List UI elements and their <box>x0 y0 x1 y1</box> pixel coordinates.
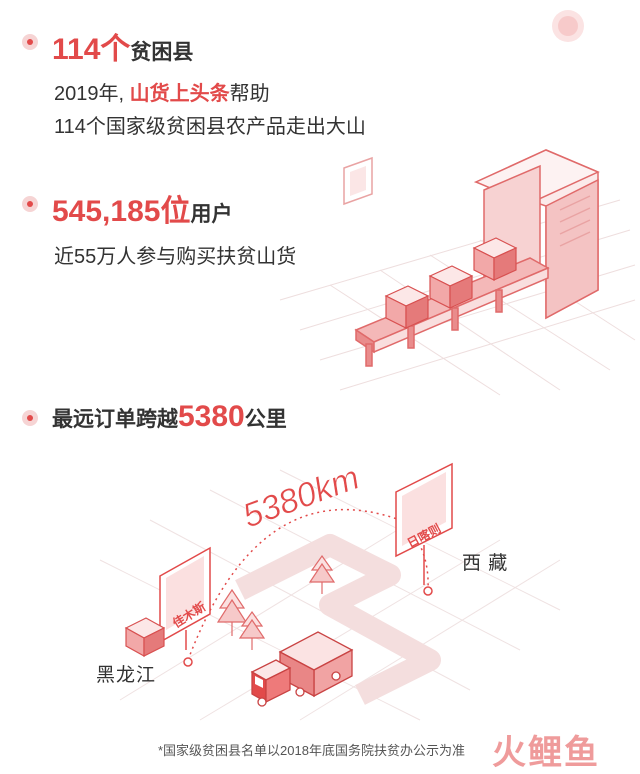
section3-title-post: 公里 <box>244 408 287 431</box>
section1-headline: 114个贫困县 <box>52 24 193 68</box>
road <box>235 534 441 705</box>
package-box <box>472 237 518 281</box>
section1-line1: 2019年, 山货上头条帮助 <box>54 77 270 106</box>
package-box <box>428 265 474 309</box>
brand-logo: 火鲤鱼 <box>492 734 600 772</box>
origin-label: 黑龙江 <box>96 665 157 686</box>
tree-icon <box>308 554 336 594</box>
bullet-dot <box>22 34 38 50</box>
decorative-circle <box>552 10 584 42</box>
scanner-gate <box>473 149 600 320</box>
section2-line1: 近55万人参与购买扶贫山货 <box>54 246 297 268</box>
floating-panel <box>343 156 373 206</box>
section1-line1-pre: 2019年, <box>54 83 125 105</box>
origin-sign <box>159 546 211 650</box>
crate <box>124 617 166 658</box>
section2-headline: 545,185位用户 <box>52 186 232 230</box>
distance-label: 5380km <box>238 458 365 535</box>
section3-headline: 最远订单跨越5380公里 <box>52 400 287 434</box>
truck-icon <box>250 631 354 707</box>
tree-icon <box>216 588 248 636</box>
section3-title-pre: 最远订单跨越 <box>52 408 178 431</box>
origin-pin <box>183 657 193 667</box>
section3-number: 5380 <box>178 400 245 433</box>
footnote: *国家级贫困县名单以2018年底国务院扶贫办公示为准 <box>158 743 465 758</box>
section1-number: 114个 <box>52 33 131 66</box>
bullet-dot <box>22 196 38 212</box>
section2-title: 用户 <box>190 203 233 226</box>
section2-number: 545,185位 <box>52 195 191 228</box>
bullet-dot <box>22 410 38 426</box>
tree-icon <box>238 610 266 650</box>
section1-highlight: 山货上头条 <box>129 83 230 105</box>
section1-title: 贫困县 <box>130 41 194 64</box>
destination-pin <box>423 586 433 596</box>
destination-sign <box>395 462 453 585</box>
destination-label: 西 藏 <box>462 553 509 574</box>
package-box <box>384 285 430 329</box>
section1-line2: 114个国家级贫困县农产品走出大山 <box>54 116 366 138</box>
section1-line1-post: 帮助 <box>229 83 270 105</box>
